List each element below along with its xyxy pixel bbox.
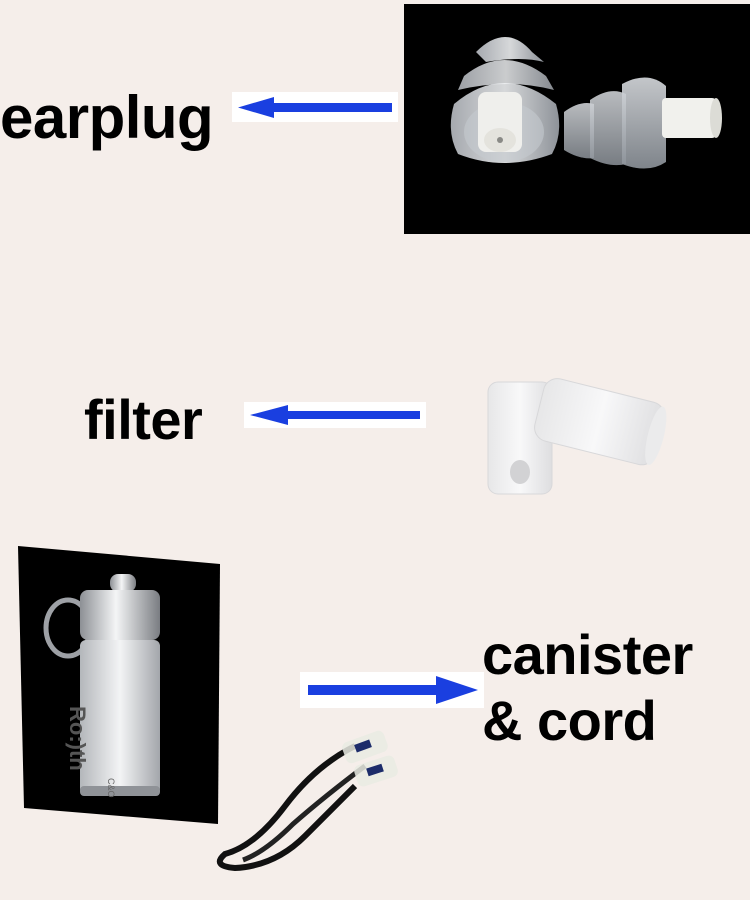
canister-brand-name: Ro:)th (65, 706, 90, 771)
canister-brand-suffix: C&O (106, 778, 116, 798)
cord-photo (205, 726, 415, 876)
canister-photo: Ro:)th C&O (18, 546, 220, 824)
canister-keyring-icon (18, 546, 220, 824)
arrow-right-icon (300, 672, 484, 708)
filter-photo (480, 368, 670, 498)
earplug-photo (404, 4, 750, 234)
canister-label-line1: canister (482, 623, 693, 686)
canister-label-line2: & cord (482, 689, 657, 752)
arrow-left-icon (244, 402, 426, 428)
arrow-left-icon (232, 92, 398, 122)
filter-pair-icon (487, 378, 667, 495)
canister-cord-label: canister & cord (482, 622, 693, 754)
earplug-pair-icon (450, 37, 722, 169)
earplug-label: earplug (0, 84, 214, 151)
cord-icon (216, 730, 398, 872)
filter-label: filter (84, 388, 203, 451)
